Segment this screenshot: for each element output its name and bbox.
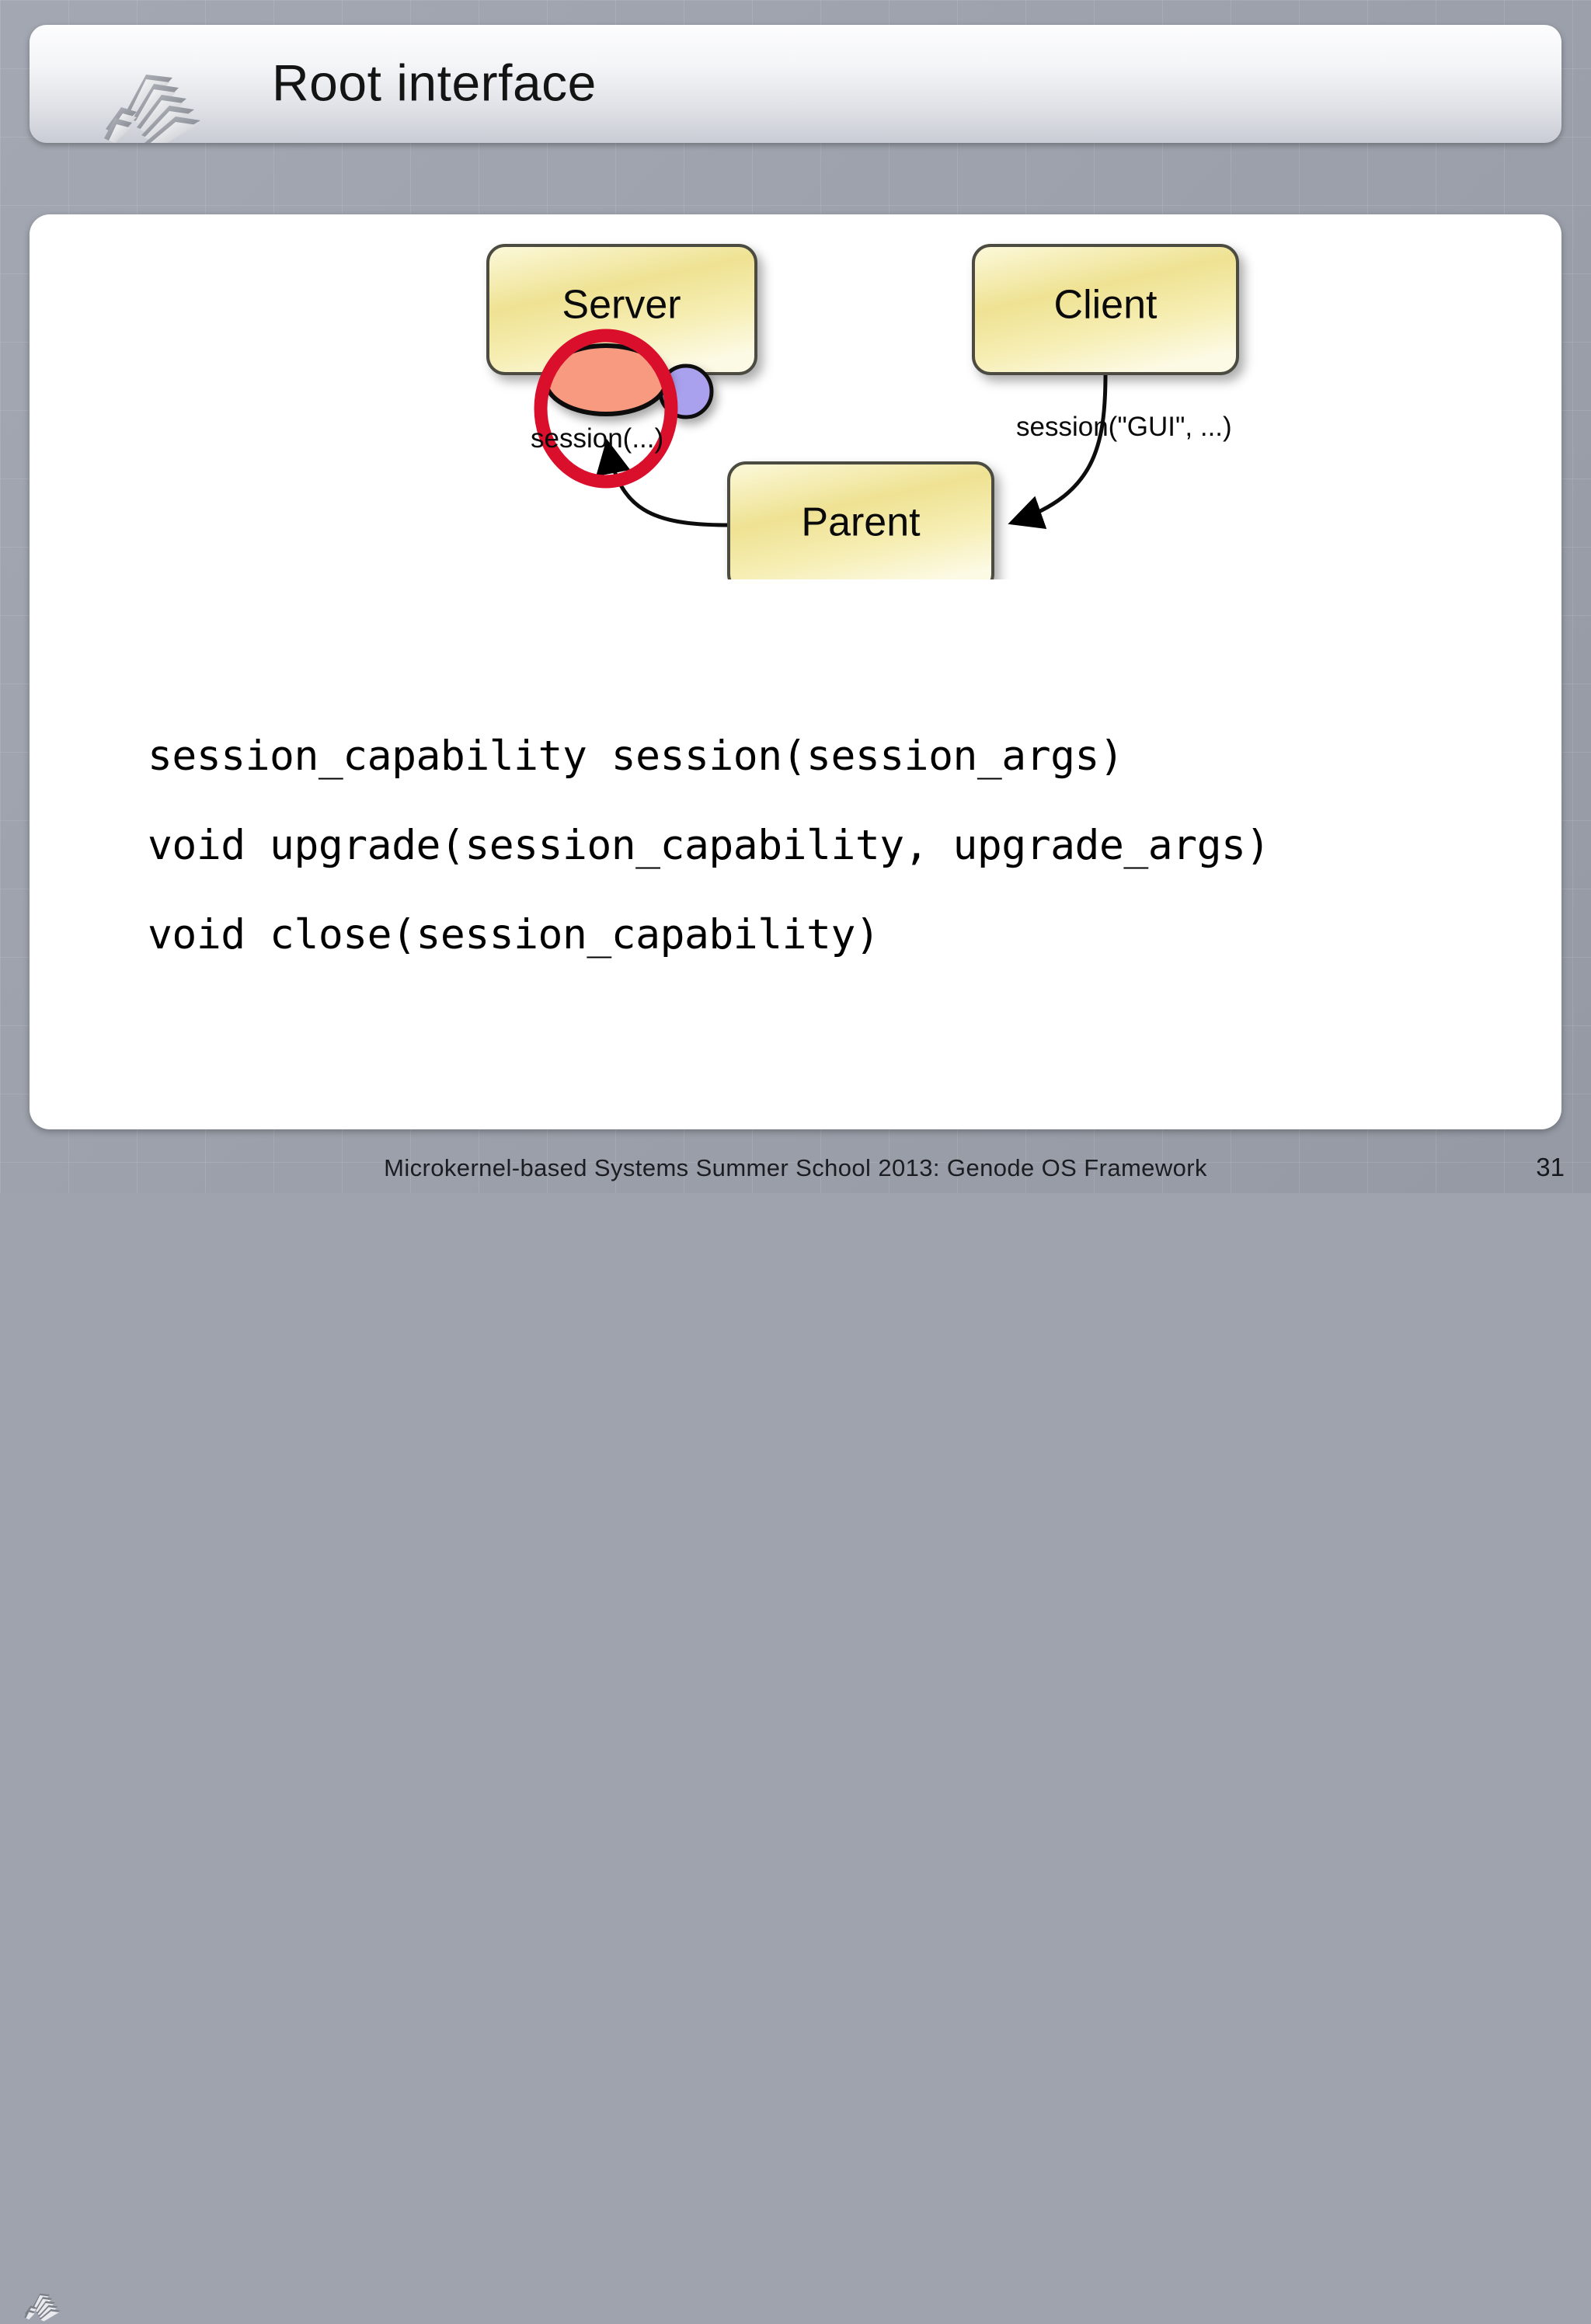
slide-header-panel: Root interface [30,25,1561,143]
edge-parent-to-server [596,438,729,527]
diagram-node-server-label: Server [562,283,681,328]
page-title: Root interface [272,54,597,112]
slide-content-panel: Server Client Parent [30,214,1561,1129]
footer-course-label: Microkernel-based Systems Summer School … [384,1154,1207,1181]
genode-fan-logo-small-icon [20,2291,64,2324]
code-line-close: void close(session_capability) [148,911,880,959]
code-line-upgrade: void upgrade(session_capability, upgrade… [148,822,1270,870]
slide-footer: Microkernel-based Systems Summer School … [0,1143,1591,2322]
diagram-node-client [972,244,1239,375]
red-highlight-circle [534,329,678,489]
footer-page-number: 31 [1536,1153,1565,1181]
diagram-node-parent [727,461,994,579]
edge-label-client-to-parent: session("GUI", ...) [1016,412,1232,442]
root-interface-diagram: Server Client Parent [30,214,1561,579]
diagram-node-client-label: Client [1054,283,1158,328]
edge-client-to-parent [1008,373,1108,530]
root-interface-signatures: session_capability session(session_args)… [148,732,1468,959]
genode-fan-logo-icon [93,70,210,143]
code-line-session: session_capability session(session_args) [148,732,1124,780]
diagram-node-parent-label: Parent [801,500,921,545]
edge-label-parent-to-server: session(...) [531,423,663,454]
